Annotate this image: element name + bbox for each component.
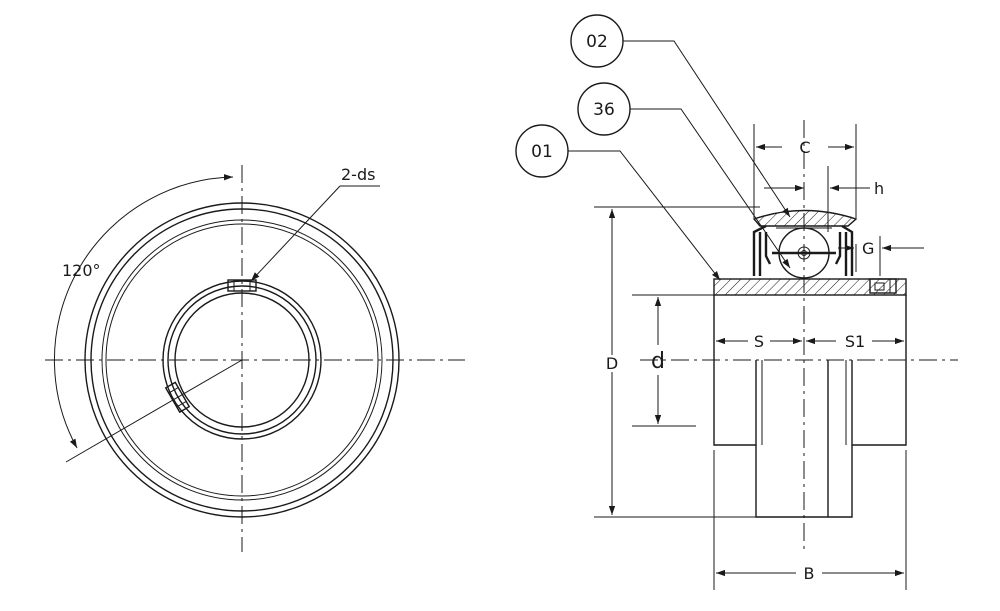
section-setscrew — [869, 278, 897, 294]
dimension-D: D — [594, 206, 780, 518]
front-view: 120° 2-ds — [45, 165, 465, 552]
balloon-01-group: 01 — [515, 124, 721, 281]
inner-ring-body-left — [713, 295, 757, 446]
dimension-D-label: D — [606, 354, 618, 373]
dimension-G-label: G — [862, 239, 874, 258]
setscrew-leader-line — [250, 185, 341, 282]
balloon-36-text: 36 — [593, 100, 615, 120]
dimension-S1-label: S1 — [845, 332, 865, 351]
dimension-h: h — [764, 166, 884, 232]
setscrew-label: 2-ds — [341, 165, 375, 184]
dimension-B-label: B — [804, 564, 815, 583]
angle-label: 120° — [62, 261, 101, 280]
dimension-d: d — [632, 294, 714, 427]
dimension-d-label: d — [651, 349, 665, 374]
balloon-02-leader — [623, 40, 791, 218]
dimension-C-label: C — [799, 138, 810, 157]
dimension-B: B — [713, 450, 907, 590]
balloon-02-text: 02 — [586, 32, 608, 52]
dimension-h-label: h — [874, 179, 884, 198]
angle-arc — [53, 174, 234, 449]
balloon-01-text: 01 — [531, 142, 553, 162]
balloon-01-leader — [568, 150, 721, 281]
dimension-C: C — [753, 124, 857, 218]
outer-ring-section — [752, 209, 858, 227]
balloon-36-group: 36 — [577, 82, 791, 269]
dimension-G: G — [838, 236, 924, 276]
left-seal — [752, 224, 772, 276]
dimension-S-S1: S S1 — [716, 332, 904, 351]
shaft-lower — [755, 445, 853, 518]
section-view: 02 36 01 C h — [515, 14, 958, 590]
inner-ring-body-right — [851, 295, 907, 446]
right-seal — [834, 224, 854, 276]
inner-ring-section — [713, 278, 907, 296]
dimension-S-label: S — [754, 332, 764, 351]
balloon-02-group: 02 — [570, 14, 791, 218]
